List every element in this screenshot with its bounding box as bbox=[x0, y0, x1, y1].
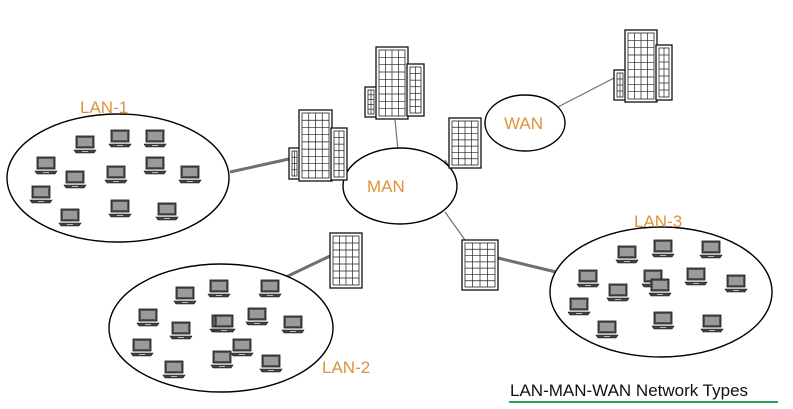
laptop-computer-icon bbox=[595, 320, 619, 339]
laptop-computer-icon bbox=[63, 170, 87, 189]
laptop-computer-icon bbox=[699, 240, 723, 259]
link-lan1-man bbox=[229, 155, 299, 174]
laptop-computer-icon bbox=[212, 314, 236, 333]
link-wan-building bbox=[555, 77, 615, 109]
wan-label: WAN bbox=[504, 114, 543, 133]
lan-2-label: LAN-2 bbox=[322, 358, 370, 377]
network-labels: LAN-1 LAN-2 LAN-3 MAN WAN bbox=[80, 98, 682, 377]
laptop-computer-icon bbox=[178, 165, 202, 184]
laptop-computer-icon bbox=[29, 185, 53, 204]
office-building-icon bbox=[364, 46, 425, 120]
laptop-computer-icon bbox=[136, 308, 160, 327]
office-buildings bbox=[288, 29, 673, 291]
man-boundary bbox=[342, 147, 458, 225]
office-building-icon bbox=[613, 29, 673, 103]
lan-1-label: LAN-1 bbox=[80, 98, 128, 117]
diagram-title: LAN-MAN-WAN Network Types bbox=[510, 381, 748, 400]
laptop-computer-icon bbox=[230, 338, 254, 357]
laptop-computer-icon bbox=[651, 311, 675, 330]
laptop-computer-icon bbox=[258, 279, 282, 298]
office-building-icon bbox=[288, 109, 348, 182]
laptop-computer-icon bbox=[155, 202, 179, 221]
laptop-computer-icon bbox=[34, 156, 58, 175]
laptop-computer-icon bbox=[615, 245, 639, 264]
laptop-computer-icon bbox=[73, 135, 97, 154]
laptop-computer-icon bbox=[259, 354, 283, 373]
link-building-man bbox=[394, 119, 399, 151]
laptop-computer-icon bbox=[169, 321, 193, 340]
laptop-computer-icon bbox=[648, 278, 672, 297]
laptop-computer-icon bbox=[130, 338, 154, 357]
laptop-computer-icon bbox=[173, 286, 197, 305]
laptop-computer-icon bbox=[567, 297, 591, 316]
laptop-computer-icon bbox=[576, 269, 600, 288]
laptop-computer-icon bbox=[162, 360, 186, 379]
office-building-icon bbox=[448, 117, 482, 169]
laptop-computer-icon bbox=[143, 129, 167, 148]
laptop-computer-icon bbox=[245, 307, 269, 326]
laptop-computer-icon bbox=[104, 165, 128, 184]
office-building-icon bbox=[329, 232, 363, 289]
laptop-computer-icon bbox=[58, 208, 82, 227]
laptop-computer-icon bbox=[684, 267, 708, 286]
laptop-computer-icon bbox=[210, 350, 234, 369]
laptop-computer-icon bbox=[108, 199, 132, 218]
laptop-computer-icon bbox=[651, 239, 675, 258]
lan-3-label: LAN-3 bbox=[634, 212, 682, 231]
laptop-computer-icon bbox=[207, 279, 231, 298]
diagram-caption: LAN-MAN-WAN Network Types bbox=[509, 381, 778, 403]
link-building-lan3 bbox=[497, 256, 557, 274]
laptop-computer-icon bbox=[700, 314, 724, 333]
office-building-icon bbox=[461, 239, 499, 291]
man-label: MAN bbox=[367, 177, 405, 196]
laptop-computer-icon bbox=[143, 156, 167, 175]
laptop-computer-icon bbox=[606, 283, 630, 302]
laptop-computer-icon bbox=[281, 315, 305, 334]
laptop-computer-icon bbox=[108, 129, 132, 148]
wan-boundary bbox=[484, 94, 566, 152]
link-man-lan3 bbox=[444, 211, 466, 241]
laptop-computer-icon bbox=[724, 274, 748, 293]
